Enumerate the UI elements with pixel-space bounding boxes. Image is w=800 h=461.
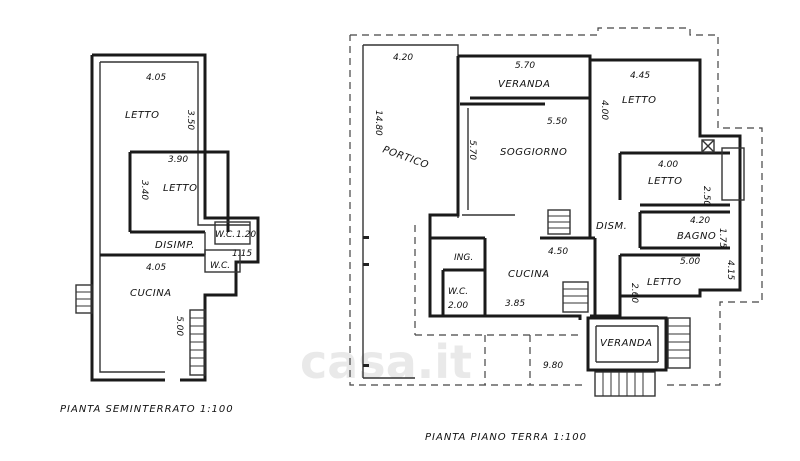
basement-entry-steps [75, 284, 93, 314]
dim-basement-120: 1.20 [236, 230, 256, 240]
dim-ground-550: 5.50 [547, 117, 567, 127]
room-label-basement-wc-2: W.C. [210, 261, 230, 271]
dim-basement-405b: 4.05 [146, 263, 166, 273]
dim-basement-350: 3.50 [185, 110, 195, 130]
room-label-ground-portico: PORTICO [381, 144, 430, 171]
dim-basement-500: 5.00 [174, 316, 184, 336]
dim-ground-570a: 5.70 [515, 61, 535, 71]
dim-ground-445: 4.45 [630, 71, 650, 81]
ground-dashed-boundary [350, 27, 763, 386]
basement-outer-wall-left [90, 55, 165, 382]
dim-ground-385: 3.85 [505, 299, 525, 309]
ground-main-wall [458, 54, 592, 102]
dim-ground-415: 4.15 [725, 260, 735, 280]
room-label-basement-letto-2: LETTO [163, 183, 197, 194]
lower-veranda [586, 316, 668, 372]
ground-stairs [547, 209, 691, 397]
dim-basement-340: 3.40 [139, 180, 149, 200]
basement-plan: 4.05 LETTO 3.50 3.90 LETTO 3.40 DISIMP. … [60, 53, 260, 415]
dim-ground-500: 5.00 [680, 257, 700, 267]
room-label-basement-disimp: DISIMP. [155, 240, 195, 251]
basement-stairs [189, 309, 206, 376]
dim-ground-420a: 4.20 [393, 53, 413, 63]
dim-basement-405a: 4.05 [146, 73, 166, 83]
chimney-box [701, 139, 715, 153]
dim-basement-390: 3.90 [168, 155, 188, 165]
basement-caption: PIANTA SEMINTERRATO 1:100 [60, 404, 234, 415]
room-label-ground-dism: DISM. [596, 221, 627, 232]
ground-plan: 4.20 14.80 PORTICO 5.70 VERANDA 4.45 LET… [349, 27, 763, 443]
dim-ground-1480: 14.80 [373, 110, 383, 136]
portico-area [362, 44, 459, 379]
room-label-ground-letto-1: LETTO [622, 95, 656, 106]
room-label-ground-veranda-2: VERANDA [600, 338, 652, 349]
room-label-ground-ing: ING. [454, 253, 473, 263]
dim-ground-420b: 4.20 [690, 216, 710, 226]
room-label-ground-veranda-1: VERANDA [498, 79, 550, 90]
room-label-basement-cucina: CUCINA [130, 288, 172, 299]
room-label-ground-wc: W.C. [448, 287, 468, 297]
dim-ground-250: 2.50 [701, 186, 711, 206]
dim-ground-450: 4.50 [548, 247, 568, 257]
ground-caption: PIANTA PIANO TERRA 1:100 [425, 432, 587, 443]
watermark-text: casa.it [300, 335, 472, 389]
dim-ground-980: 9.80 [543, 361, 563, 371]
dim-ground-400b: 4.00 [658, 160, 678, 170]
dim-ground-400a: 4.00 [599, 100, 609, 120]
dim-ground-260: 2.60 [629, 283, 639, 303]
room-label-basement-letto-1: LETTO [125, 110, 159, 121]
room-label-ground-cucina: CUCINA [508, 269, 550, 280]
room-label-ground-letto-2: LETTO [648, 176, 682, 187]
dim-ground-570b: 5.70 [467, 140, 477, 160]
room-label-ground-bagno: BAGNO [677, 231, 716, 242]
room-label-ground-soggiorno: SOGGIORNO [500, 147, 567, 158]
dim-ground-200: 2.00 [448, 301, 468, 311]
dim-ground-175: 1.75 [717, 228, 727, 248]
room-label-basement-wc-1: W.C. [215, 230, 235, 240]
dim-basement-115: 1.15 [232, 249, 252, 259]
room-label-ground-letto-3: LETTO [647, 277, 681, 288]
